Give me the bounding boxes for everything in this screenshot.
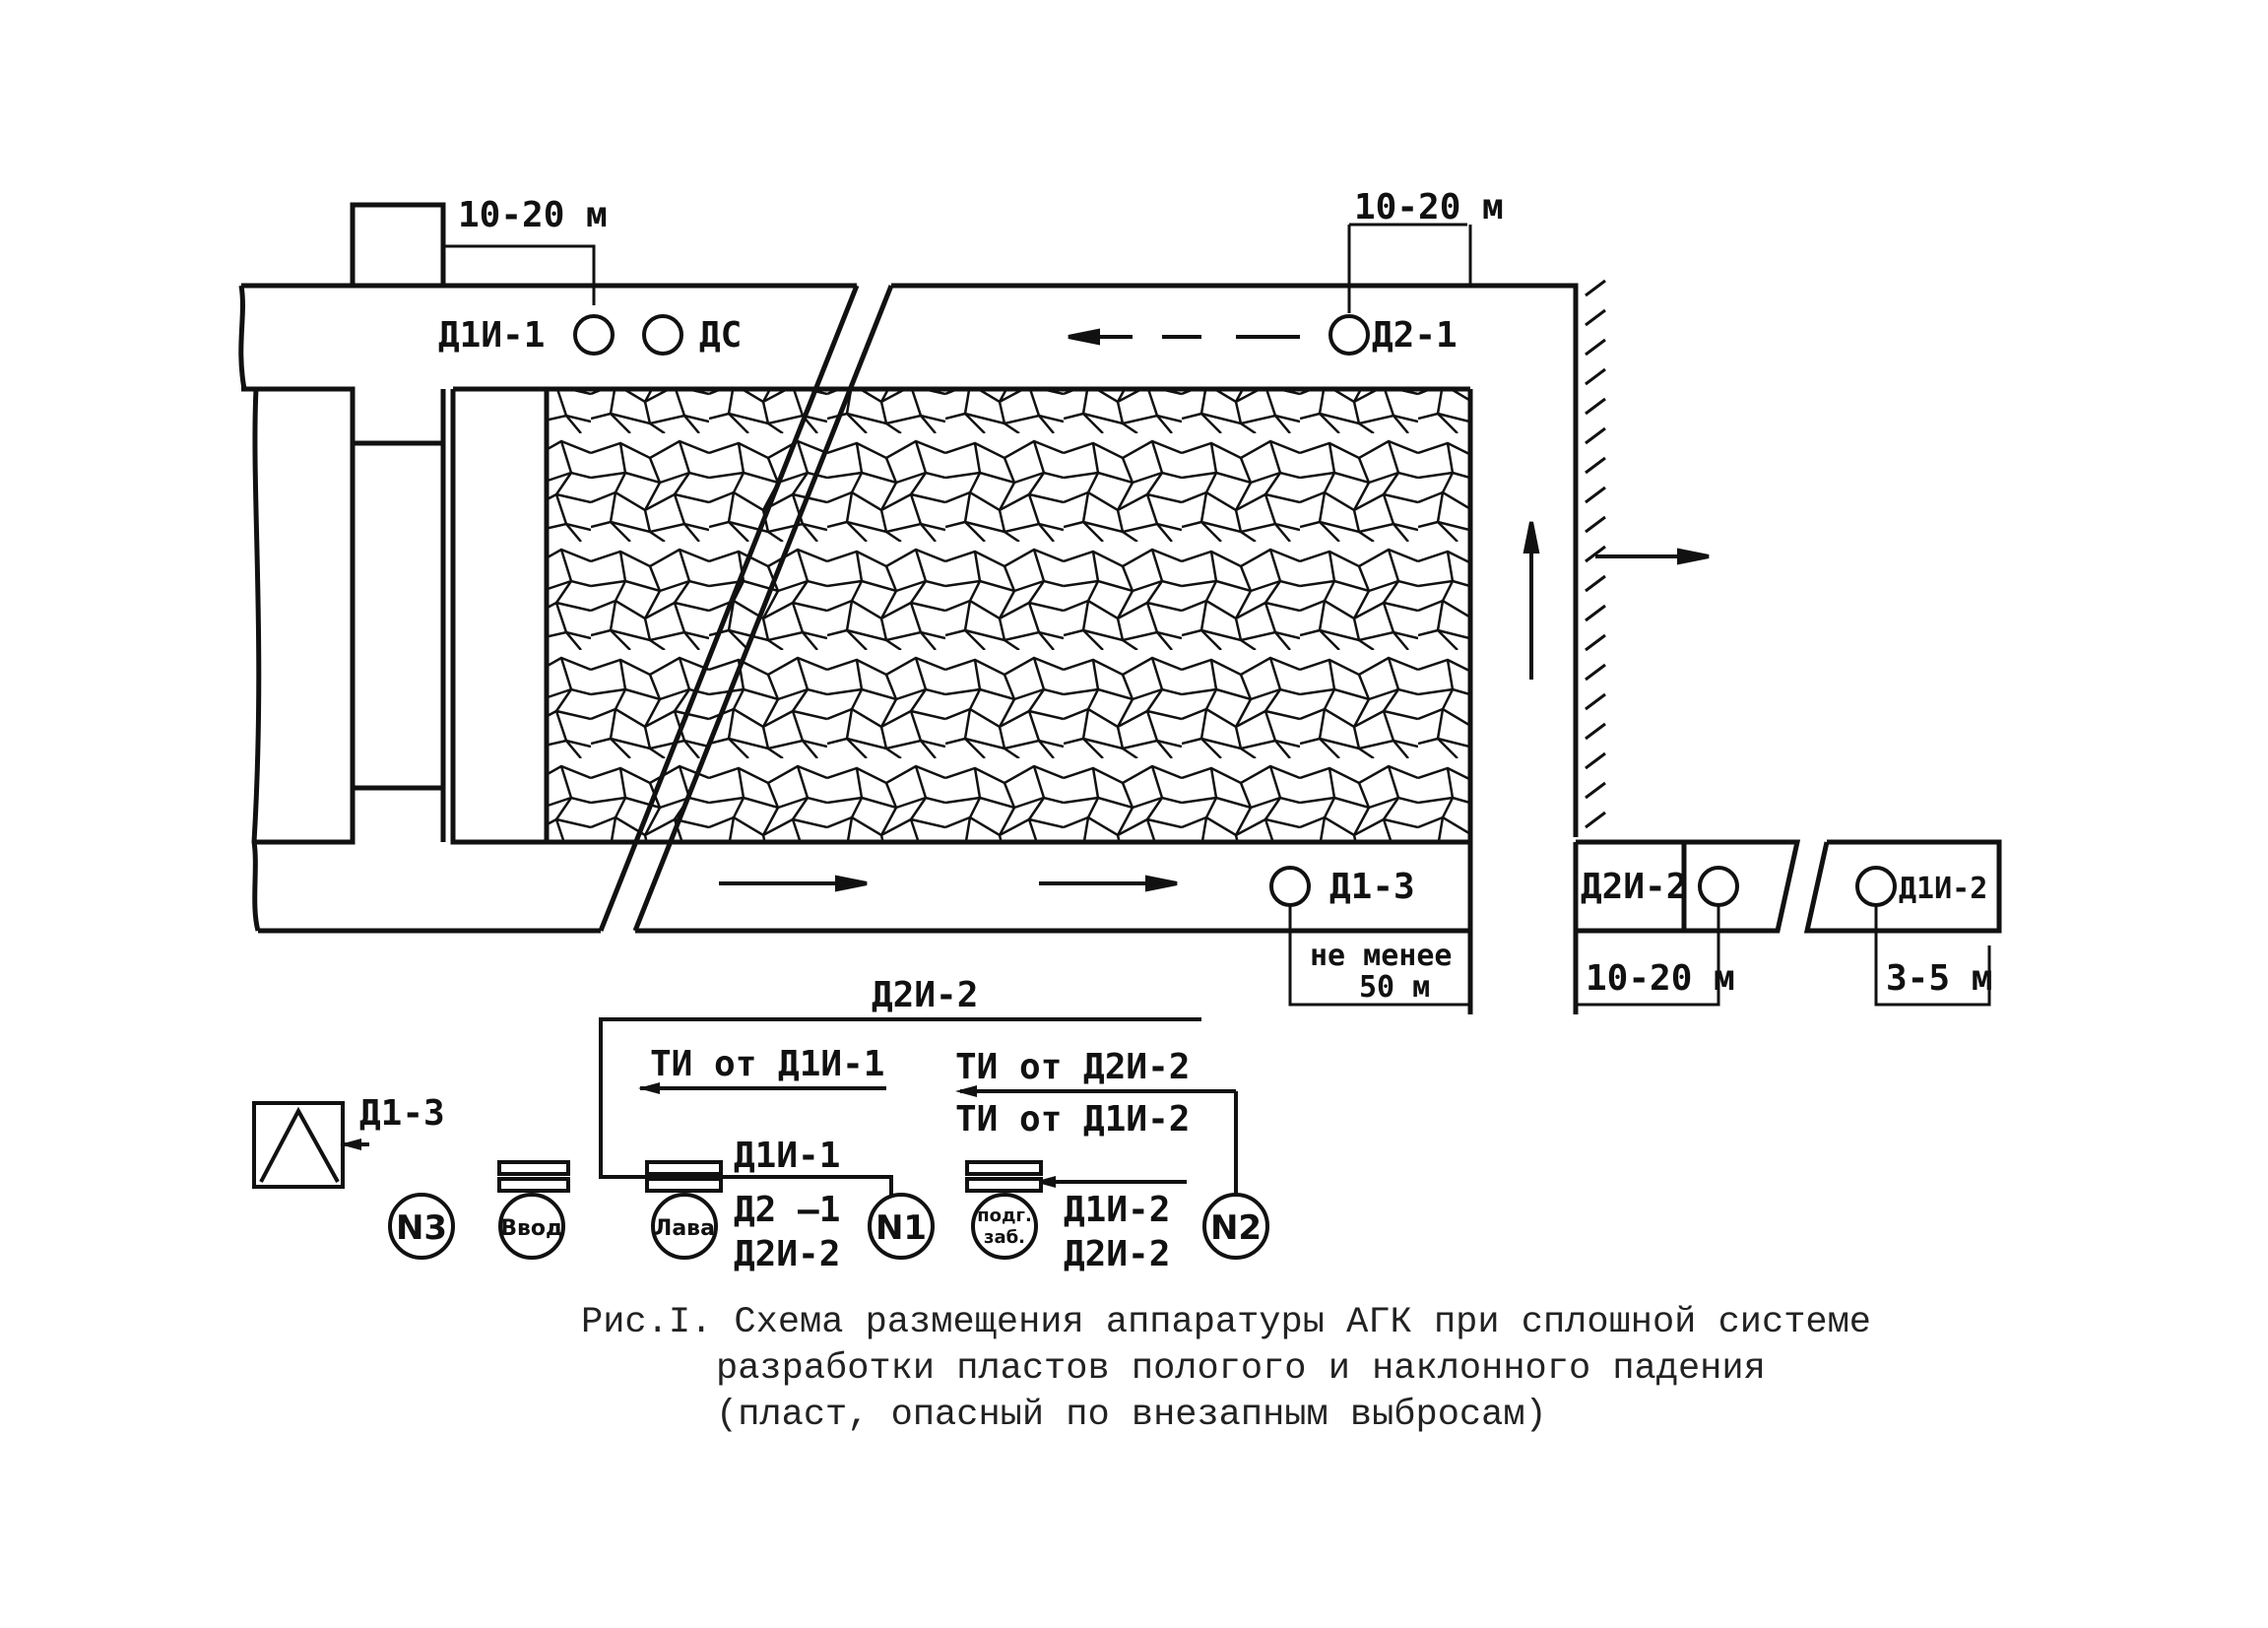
- dim-not-less-line2: 50 м: [1359, 970, 1430, 1005]
- sensor-d13-label: Д1-3: [1329, 867, 1415, 907]
- node-n1-circle: [868, 1193, 935, 1260]
- sensor-d1i2-circle: [1855, 866, 1897, 907]
- node-n2-text: N2: [1210, 1208, 1262, 1248]
- sensor-d1i1-label: Д1И-1: [438, 315, 545, 356]
- sensor-d2i2-label: Д2И-2: [1581, 867, 1687, 907]
- dim-bottom-10-20-label: 10-20 м: [1586, 958, 1735, 999]
- scheme-podg-line1: Д1И-2: [1064, 1190, 1170, 1230]
- dim-top-left-label: 10-20 м: [458, 195, 608, 235]
- sensor-ds-circle: [642, 314, 683, 356]
- node-n1-text: N1: [875, 1208, 927, 1248]
- dimension-lines: [441, 212, 1991, 1007]
- scheme-wiring: [345, 1017, 1238, 1202]
- node-n3-circle: [388, 1193, 455, 1260]
- figure-caption: Рис.I. Схема размещения аппаратуры АГК п…: [581, 1300, 1872, 1439]
- scheme-lava-line2: Д2 –1: [734, 1190, 840, 1230]
- scheme-ti-d1i2-label: ТИ от Д1И-2: [955, 1099, 1190, 1140]
- hatched-wall: [1585, 279, 1606, 829]
- scheme-lava-line1: Д1И-1: [734, 1136, 840, 1176]
- node-lava-circle: [651, 1193, 718, 1260]
- sensor-d21-label: Д2-1: [1372, 315, 1458, 356]
- sensor-d1i1-circle: [573, 314, 615, 356]
- dim-top-right-label: 10-20 м: [1354, 187, 1504, 228]
- node-vvod-circle: [498, 1193, 565, 1260]
- scheme-nodes: [388, 1193, 1269, 1260]
- caption-line-3: (пласт, опасный по внезапным выбросам): [716, 1395, 1547, 1436]
- caption-line-1: Рис.I. Схема размещения аппаратуры АГК п…: [581, 1302, 1872, 1343]
- sensor-ds-label: ДС: [699, 315, 742, 356]
- dim-not-less-line1: не менее: [1310, 939, 1453, 973]
- caption-line-2: разработки пластов пологого и наклонного…: [716, 1348, 1766, 1390]
- node-lava-text: Лава: [654, 1216, 715, 1241]
- node-n3-text: N3: [396, 1208, 447, 1248]
- node-vvod-text: Ввод: [500, 1216, 563, 1241]
- sensors: [573, 314, 1897, 907]
- sensor-d1i2-label: Д1И-2: [1899, 872, 1987, 906]
- node-podg-text-2: заб.: [984, 1227, 1025, 1248]
- sensor-d2i2-circle: [1698, 866, 1739, 907]
- airflow-arrows: [719, 328, 1710, 892]
- goaf-area: [545, 389, 1470, 842]
- alarm-box: [252, 1101, 345, 1189]
- node-podg-text-1: подг.: [977, 1205, 1032, 1226]
- scheme-ti-d2i2-label: ТИ от Д2И-2: [955, 1047, 1190, 1087]
- scheme-ti-d1i1-label: ТИ от Д1И-1: [650, 1044, 884, 1084]
- dim-3-5-label: 3-5 м: [1886, 958, 1992, 999]
- node-n2-circle: [1202, 1193, 1269, 1260]
- workings-outline: [238, 202, 2002, 1014]
- scheme-podg-line2: Д2И-2: [1064, 1234, 1170, 1274]
- scheme-d13-label: Д1-3: [359, 1093, 445, 1134]
- sensor-d21-circle: [1328, 314, 1370, 356]
- node-podg-circle: [971, 1193, 1038, 1260]
- sensor-d13-circle: [1269, 866, 1311, 907]
- scheme-lava-line3: Д2И-2: [734, 1234, 840, 1274]
- scheme-line-top-label: Д2И-2: [872, 975, 978, 1015]
- relay-blocks: [497, 1160, 1043, 1193]
